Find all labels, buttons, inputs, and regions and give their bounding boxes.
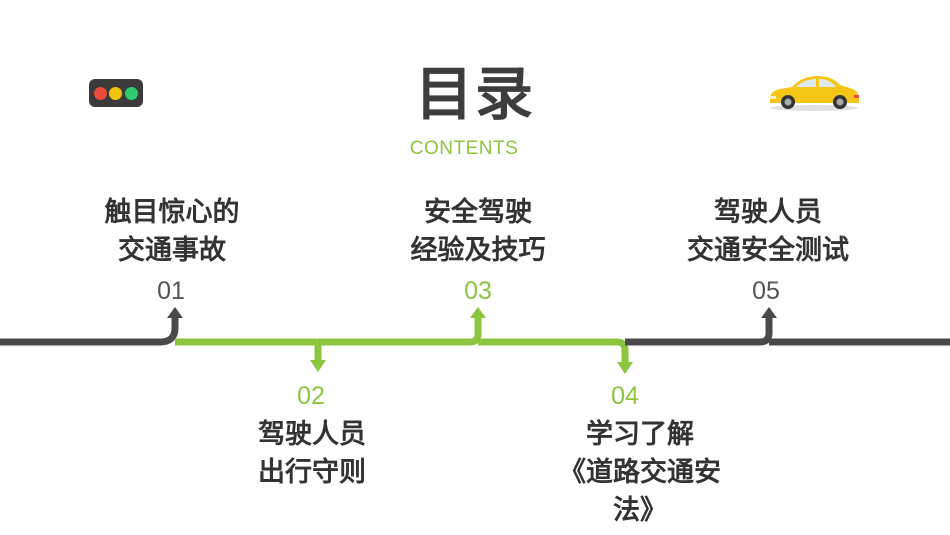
arrow-up-05 xyxy=(761,307,777,318)
page-title: 目录 xyxy=(414,60,535,128)
timeline-segment-1 xyxy=(0,318,179,346)
item-05-line2: 交通安全测试 xyxy=(687,235,849,266)
car-icon xyxy=(770,76,860,111)
arrow-up-01 xyxy=(167,307,183,318)
yellow-lamp xyxy=(109,86,123,100)
item-01-line1: 触目惊心的 xyxy=(104,197,240,228)
item-05-title: 驾驶人员 交通安全测试 xyxy=(658,194,878,270)
timeline-segment-3 xyxy=(318,318,482,346)
item-02-number: 02 xyxy=(297,382,325,410)
item-04-line3: 法》 xyxy=(613,495,667,526)
red-lamp xyxy=(94,86,108,100)
item-04-title: 学习了解 《道路交通安 法》 xyxy=(525,416,755,530)
item-04-number: 04 xyxy=(611,382,639,410)
item-02-line2: 出行守则 xyxy=(258,457,366,488)
traffic-light-icon xyxy=(89,79,143,107)
item-01-number: 01 xyxy=(157,277,185,305)
arrow-up-03 xyxy=(470,307,486,318)
arrow-down-02 xyxy=(310,360,326,372)
item-01-title: 触目惊心的 交通事故 xyxy=(72,194,272,270)
item-04-line1: 学习了解 xyxy=(586,419,694,450)
item-03-title: 安全驾驶 经验及技巧 xyxy=(378,194,578,270)
item-02-line1: 驾驶人员 xyxy=(258,419,366,450)
timeline-segment-4 xyxy=(478,338,629,362)
timeline-segment-2 xyxy=(175,338,322,360)
item-03-line1: 安全驾驶 xyxy=(424,197,532,228)
page-subtitle: CONTENTS xyxy=(409,138,519,159)
timeline-segment-5 xyxy=(625,318,773,346)
item-03-line2: 经验及技巧 xyxy=(410,235,546,266)
item-05-line1: 驾驶人员 xyxy=(714,197,822,228)
arrow-down-04 xyxy=(617,362,633,374)
item-03-number: 03 xyxy=(464,277,492,305)
item-04-line2: 《道路交通安 xyxy=(559,457,721,488)
item-05-number: 05 xyxy=(752,277,780,305)
item-01-line2: 交通事故 xyxy=(118,235,226,266)
item-02-title: 驾驶人员 出行守则 xyxy=(212,416,412,492)
green-lamp xyxy=(124,86,138,100)
